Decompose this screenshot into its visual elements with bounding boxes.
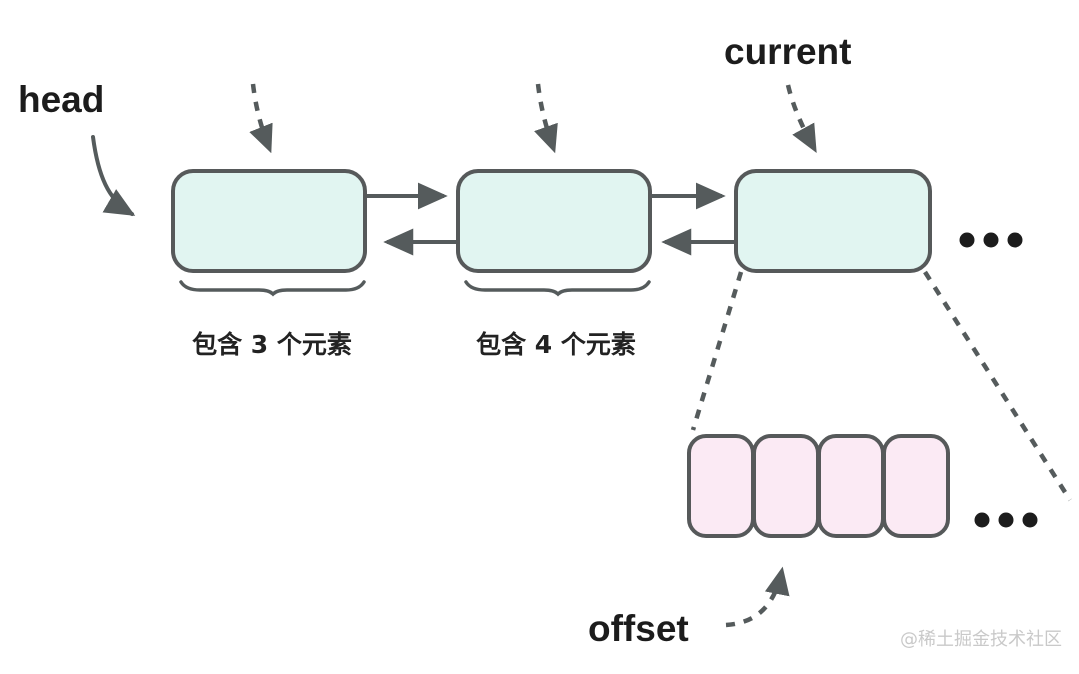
cell-box-4[interactable] (882, 434, 950, 538)
label-current: current (724, 31, 851, 72)
cell-box-2[interactable] (752, 434, 820, 538)
node-braces (179, 280, 651, 297)
dashed-pointers-top (249, 83, 817, 154)
head-arrow-icon (91, 135, 136, 216)
cell-box-1[interactable] (687, 434, 755, 538)
pointer-arrow-node2-icon (534, 83, 558, 154)
node-list (171, 169, 932, 273)
expansion-line-left-icon (690, 271, 744, 431)
ellipsis-dot (983, 232, 999, 248)
caption-node-1: 包含 3 个元素 (192, 330, 352, 359)
ellipsis-dot (998, 512, 1014, 528)
pointer-arrow-node1-icon (249, 83, 273, 154)
ellipsis-dot (959, 232, 975, 248)
node-box-1[interactable] (171, 169, 367, 273)
ellipsis-dot (1007, 232, 1023, 248)
ellipsis-dot (1022, 512, 1038, 528)
ellipsis-top (959, 232, 1023, 248)
node-box-3[interactable] (734, 169, 932, 273)
current-arrow-icon (785, 84, 817, 154)
offset-arrow-icon (725, 566, 790, 628)
label-head: head (18, 79, 104, 120)
brace-node-2-icon (464, 280, 651, 297)
watermark: @稀土掘金技术社区 (900, 629, 1062, 650)
cell-list (687, 434, 950, 538)
ellipsis-bottom (974, 512, 1038, 528)
node-box-2[interactable] (456, 169, 652, 273)
node-connectors (367, 182, 734, 256)
cell-box-3[interactable] (817, 434, 885, 538)
label-offset: offset (588, 608, 689, 649)
ellipsis-dot (974, 512, 990, 528)
brace-node-1-icon (179, 280, 366, 297)
caption-node-2: 包含 4 个元素 (476, 330, 636, 359)
